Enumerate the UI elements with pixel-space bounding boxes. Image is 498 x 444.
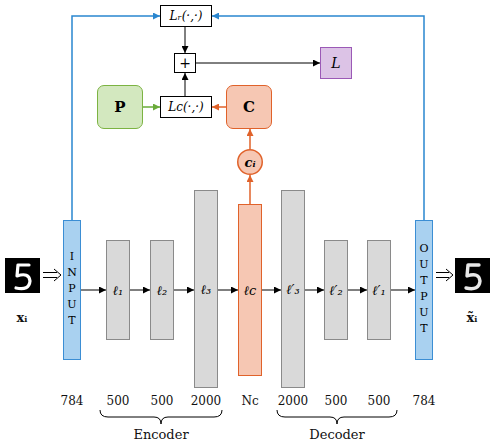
section-label: Decoder: [297, 427, 377, 444]
encoder-brace: [100, 410, 222, 424]
hidden-layer-box: ℓ₁: [106, 240, 130, 340]
double-arrow-head: [54, 269, 61, 281]
node-label: ℓ′₃: [286, 283, 300, 296]
double-arrow-line: [436, 272, 449, 273]
node-label: cᵢ: [244, 156, 255, 169]
node-label: ℓ₂: [157, 284, 168, 297]
hidden-layer-box: ℓ′₃: [281, 190, 305, 388]
connector-arrow: [143, 106, 160, 108]
code-vector-circle: cᵢ: [237, 149, 263, 175]
node-label: ℓ′₂: [329, 284, 343, 297]
connector-arrow: [212, 106, 226, 108]
layer-size-number: 500: [296, 394, 376, 410]
layer-size-number: 2000: [253, 394, 333, 410]
cluster-assignment-box: C: [226, 85, 272, 129]
node-label: Lᵣ(·,·): [170, 10, 203, 22]
hidden-layer-box: ℓ′₂: [324, 240, 348, 340]
loss-function-box: Lᵣ(·,·): [160, 5, 212, 27]
node-label: Lc(·,·): [168, 101, 204, 113]
layer-size-number: 784: [32, 394, 112, 410]
connector-arrow: [218, 290, 238, 291]
layer-size-number: 500: [122, 394, 202, 410]
double-arrow: [436, 269, 453, 281]
layer-size-number: 500: [78, 394, 158, 410]
decoder-brace: [277, 410, 397, 424]
section-label: Encoder: [121, 427, 201, 444]
target-distribution-box: P: [97, 85, 143, 129]
double-arrow-line: [436, 277, 449, 278]
connector-arrow: [391, 290, 415, 291]
input-digit-image: [5, 258, 40, 293]
hidden-layer-box: ℓ₃: [194, 190, 218, 388]
layer-size-number: 500: [339, 394, 419, 410]
digit-background: [455, 258, 490, 293]
connector-arrow: [212, 16, 424, 220]
total-loss-box: L: [320, 47, 352, 79]
digit-stroke: [16, 265, 30, 289]
layer-size-number: 2000: [166, 394, 246, 410]
hidden-layer-box: ℓ₂: [150, 240, 174, 340]
code-layer-box: ℓc: [238, 204, 262, 376]
connector-arrow: [348, 290, 367, 291]
node-label: INPUT: [67, 250, 78, 330]
double-arrow: [43, 269, 61, 281]
io-layer-box: OUTPUT: [415, 220, 433, 360]
node-label: ℓc: [244, 284, 257, 297]
digit-background: [5, 258, 40, 293]
connector-arrow: [185, 73, 186, 96]
connector-arrow: [174, 290, 194, 291]
digit-stroke: [466, 265, 480, 289]
node-label: ℓ₃: [201, 283, 212, 296]
node-label: C: [243, 100, 255, 115]
node-label: ℓ₁: [113, 284, 124, 297]
sum-operator-box: +: [174, 53, 196, 73]
loss-function-box: Lc(·,·): [160, 96, 212, 118]
node-label: OUTPUT: [419, 242, 430, 338]
math-variable-label: x̃ᵢ: [432, 310, 498, 327]
connector-arrow: [262, 290, 281, 291]
connector-arrow: [196, 63, 320, 64]
node-label: L: [331, 56, 340, 70]
layer-size-number: 784: [384, 394, 464, 410]
circle-shape: [238, 150, 263, 175]
double-arrow-head: [446, 269, 453, 281]
connector-arrow: [130, 290, 150, 291]
node-label: P: [114, 100, 125, 115]
connector-arrow: [305, 290, 324, 291]
connector-arrow: [185, 27, 186, 53]
double-arrow-line: [43, 277, 57, 278]
node-label: ℓ′₁: [372, 284, 386, 297]
math-variable-label: xᵢ: [0, 310, 62, 327]
hidden-layer-box: ℓ′₁: [367, 240, 391, 340]
output-digit-image: [455, 258, 490, 293]
double-arrow-line: [43, 272, 57, 273]
connector-arrow: [72, 16, 160, 220]
node-label: +: [179, 56, 191, 70]
connector-arrow: [81, 290, 106, 291]
connector-arrow: [249, 129, 251, 149]
io-layer-box: INPUT: [63, 220, 81, 360]
connector-arrow: [249, 175, 251, 204]
